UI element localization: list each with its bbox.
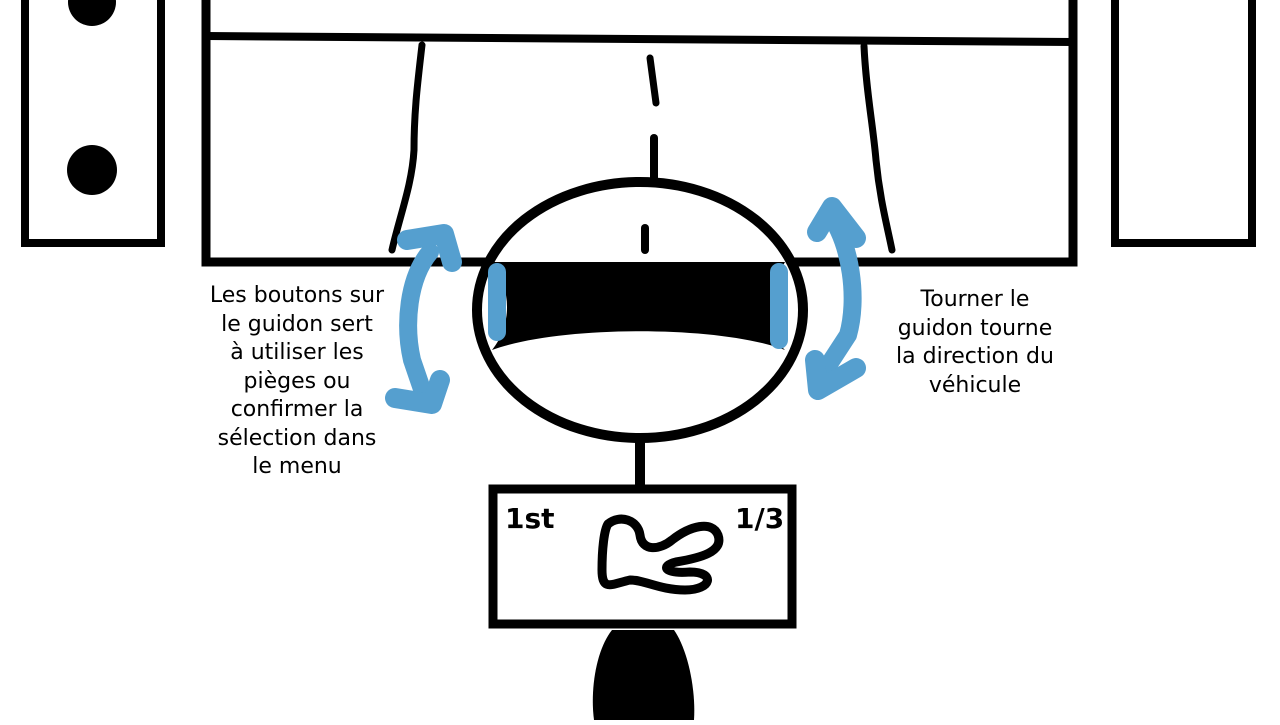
hud-display: 1st 1/3 [488,484,797,629]
lap-counter: 1/3 [735,502,784,535]
race-position: 1st [505,502,555,535]
road-edge-right [860,42,896,254]
buttons-caption: Les boutons sur le guidon sert à utilise… [209,283,385,479]
steering-wheel-icon [472,177,808,443]
left-side-panel [21,0,165,247]
curved-double-arrow-icon-right [805,197,866,400]
controller-handle [592,630,695,720]
panel-dot-top [68,0,116,26]
handlebar [492,262,785,350]
horizon-line [205,32,1074,46]
lane-dash-1 [646,54,660,107]
track-map-icon [597,514,724,595]
right-side-panel [1111,0,1256,247]
panel-dot-bottom [67,145,117,195]
road-edge-left [388,41,426,254]
steering-caption: Tourner le guidon tourne la direction du… [896,287,1054,398]
curved-double-arrow-icon [385,224,462,414]
